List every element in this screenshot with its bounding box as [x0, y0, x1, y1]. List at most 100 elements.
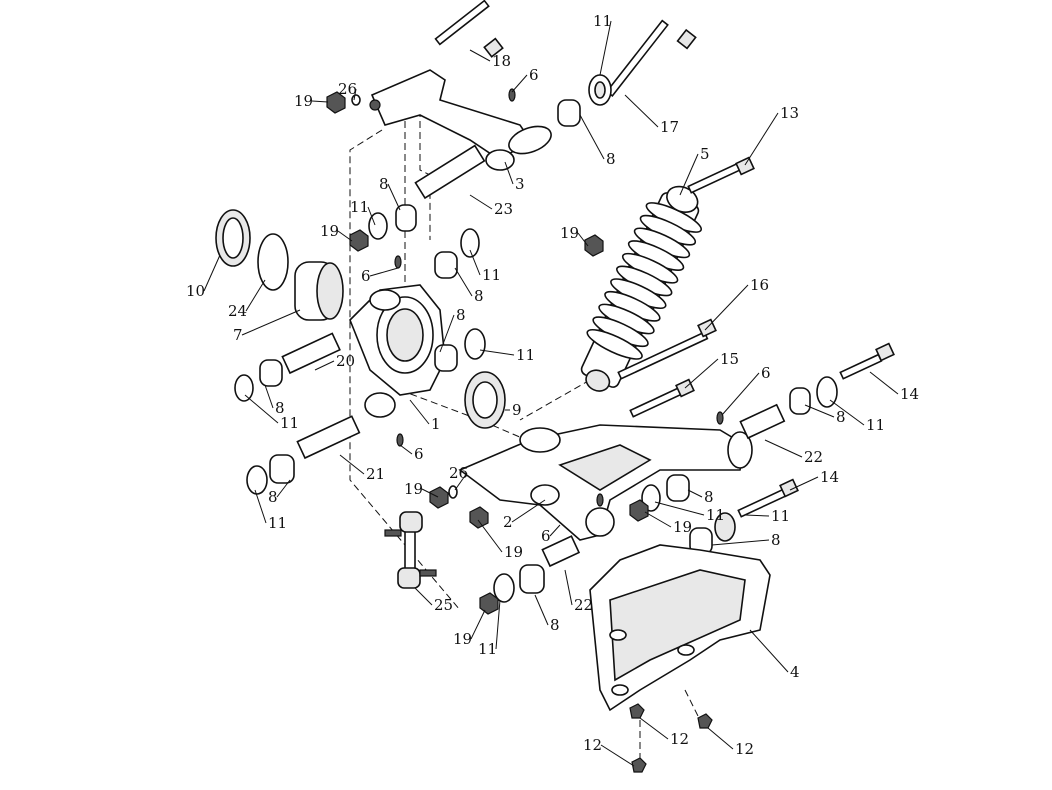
- grease-fitting: [596, 493, 604, 507]
- callout-number: 16: [750, 276, 769, 294]
- callout-number: 11: [280, 414, 299, 432]
- leader-line: [869, 371, 899, 395]
- leader-line: [564, 569, 573, 606]
- leader-line: [339, 454, 365, 475]
- callout-number: 7: [233, 326, 243, 344]
- bolt: [839, 342, 895, 380]
- callout-number: 12: [583, 736, 602, 754]
- washer: [714, 512, 736, 542]
- washer: [234, 374, 254, 402]
- leader-line: [599, 20, 612, 76]
- leader-line: [314, 360, 335, 371]
- knuckle: [349, 284, 446, 418]
- grease-fitting: [508, 88, 516, 102]
- callout-number: 19: [504, 543, 523, 561]
- leader-line: [245, 279, 266, 312]
- leader-line: [479, 349, 515, 356]
- callout-number: 8: [474, 287, 484, 305]
- callout-number: 13: [780, 104, 799, 122]
- bushing: [259, 359, 283, 387]
- leader-line: [804, 404, 835, 418]
- nut: [326, 91, 346, 114]
- leader-line: [704, 284, 749, 331]
- leader-line: [409, 399, 430, 425]
- callout-number: 6: [541, 527, 551, 545]
- callout-number: 20: [336, 352, 355, 370]
- seal-inner: [222, 217, 244, 259]
- leader-line: [687, 489, 703, 498]
- sleeve: [541, 535, 581, 568]
- callout-number: 8: [550, 616, 560, 634]
- leader-line: [829, 399, 865, 426]
- leader-line: [203, 254, 221, 292]
- leader-line: [353, 88, 357, 101]
- nut: [349, 229, 369, 252]
- callout-number: 11: [516, 346, 535, 364]
- bolt: [434, 0, 504, 58]
- washer: [448, 485, 458, 499]
- upper-arm: [369, 69, 552, 171]
- grease-fitting: [716, 411, 724, 425]
- callout-number: 22: [804, 448, 823, 466]
- callout-number: 11: [771, 507, 790, 525]
- washer: [594, 81, 606, 99]
- callout-number: 8: [275, 399, 285, 417]
- bushing: [666, 474, 690, 502]
- leader-line: [577, 232, 589, 247]
- callout-number: 11: [478, 640, 497, 658]
- leader-line: [367, 206, 376, 226]
- skid-plate: [589, 544, 771, 712]
- callout-number: 6: [761, 364, 771, 382]
- sleeve: [296, 415, 361, 460]
- callout-number: 5: [700, 145, 710, 163]
- callout-number: 8: [606, 150, 616, 168]
- sleeve: [739, 403, 786, 440]
- assembly-line: [684, 689, 701, 721]
- callout-number: 12: [670, 730, 689, 748]
- callout-number: 11: [482, 266, 501, 284]
- callout-number: 6: [361, 267, 371, 285]
- leader-line: [241, 309, 301, 336]
- callout-number: 23: [494, 200, 513, 218]
- callout-number: 8: [836, 408, 846, 426]
- callout-number: 18: [492, 52, 511, 70]
- leader-line: [399, 444, 413, 455]
- leader-line: [387, 183, 401, 211]
- leader-line: [511, 74, 528, 93]
- leader-line: [469, 249, 481, 276]
- leader-line: [764, 439, 803, 458]
- leader-line: [495, 599, 501, 650]
- callout-number: 8: [704, 488, 714, 506]
- assembly-line: [399, 389, 621, 481]
- callout-number: 11: [706, 506, 725, 524]
- leader-line: [469, 49, 491, 62]
- callout-number: 14: [900, 385, 919, 403]
- callout-number: 1: [431, 415, 441, 433]
- callout-number: 14: [820, 468, 839, 486]
- callout-number: 21: [366, 465, 385, 483]
- washer: [246, 465, 268, 495]
- leader-line: [254, 489, 267, 524]
- assembly-line: [519, 379, 591, 421]
- leader-line: [679, 153, 699, 196]
- callout-number: 3: [515, 175, 525, 193]
- nut: [629, 499, 649, 522]
- washer: [464, 328, 486, 360]
- shock-absorber: [580, 185, 703, 392]
- washer: [816, 376, 838, 408]
- callout-number: 19: [453, 630, 472, 648]
- callout-number: 19: [673, 518, 692, 536]
- callout-number: 19: [294, 92, 313, 110]
- leader-line: [744, 514, 770, 517]
- parts-layer: [215, 0, 895, 773]
- sleeve: [414, 144, 486, 200]
- callout-number: 11: [350, 198, 369, 216]
- leader-line: [549, 524, 561, 537]
- callout-number: 8: [268, 488, 278, 506]
- leader-line: [624, 94, 659, 128]
- leader-line: [789, 476, 819, 491]
- callout-number: 12: [735, 740, 754, 758]
- bushing: [557, 99, 581, 127]
- bushing: [434, 344, 458, 372]
